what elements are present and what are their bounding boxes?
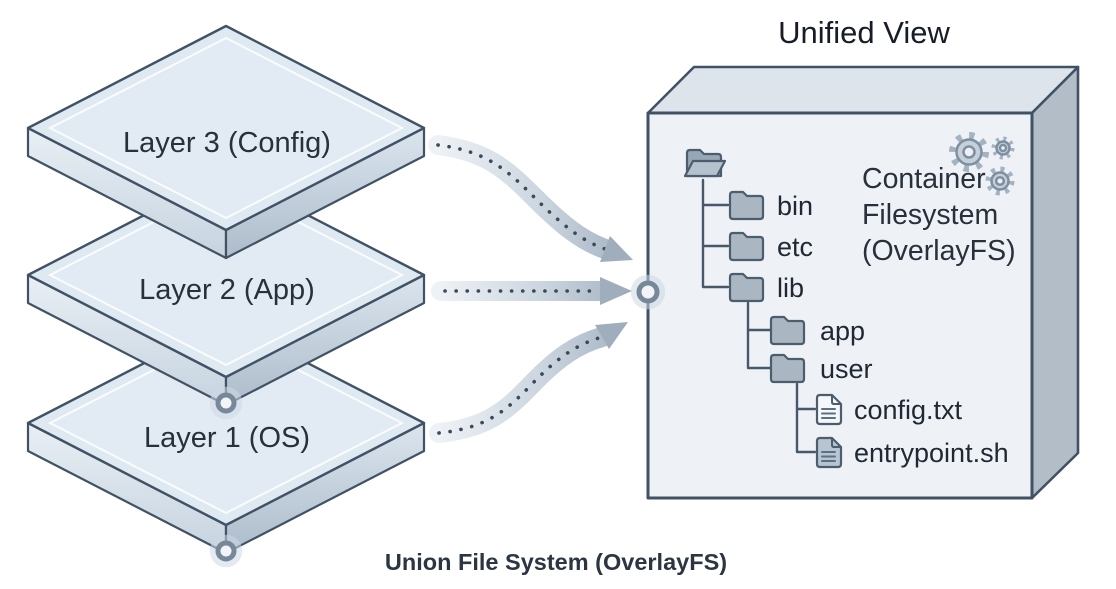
unified-view-box: Container Filesystem (OverlayFS) bin etc (630, 65, 1080, 500)
tree-lines (701, 178, 817, 454)
arrow-layer2-to-box (431, 277, 632, 305)
box-label-line-2: Filesystem (862, 199, 998, 231)
open-folder-icon (683, 148, 727, 178)
junction-ring (630, 274, 666, 310)
tree-node-app: app (769, 315, 865, 346)
unified-view-title: Unified View (778, 15, 950, 50)
folder-icon (728, 190, 765, 221)
file-icon (815, 393, 843, 426)
arrow-layer3-to-box (428, 135, 633, 262)
tree-node-etc: etc (728, 231, 813, 262)
tree-node-label: bin (777, 191, 813, 221)
junction-ring (209, 534, 243, 568)
tree-node-label: entrypoint.sh (854, 438, 1009, 468)
tree-node-lib: lib (728, 272, 804, 303)
tree-node-bin: bin (728, 190, 813, 221)
folder-icon (769, 353, 806, 384)
folder-icon (769, 315, 806, 346)
box-label-line-3: (OverlayFS) (862, 235, 1016, 267)
layer-slab-1: Layer 1 (OS) (26, 319, 426, 568)
tree-node-config-txt: config.txt (815, 393, 963, 426)
tree-node-label: app (820, 316, 865, 346)
layer-slab-2: Layer 2 (App) (26, 171, 426, 420)
diagram-caption: Union File System (OverlayFS) (385, 549, 727, 575)
box-top-face (646, 65, 1080, 115)
layer-2-label: Layer 2 (App) (139, 274, 315, 306)
folder-icon (728, 231, 765, 262)
tree-node-label: user (820, 354, 873, 384)
layer-slab-3: Layer 3 (Config) (26, 24, 426, 260)
layer-3-label: Layer 3 (Config) (123, 127, 331, 159)
box-label-line-1: Container (862, 163, 986, 195)
box-right-face (1030, 65, 1080, 500)
tree-node-label: etc (777, 232, 813, 262)
tree-node-label: lib (777, 273, 804, 303)
tree-node-user: user (769, 353, 873, 384)
tree-node-label: config.txt (854, 395, 963, 425)
layer-1-label: Layer 1 (OS) (144, 422, 310, 454)
file-icon (815, 436, 843, 469)
tree-node-entrypoint-sh: entrypoint.sh (815, 436, 1009, 469)
gears-icon (949, 132, 1015, 196)
arrow-layer1-to-box (429, 322, 628, 443)
filesystem-tree: bin etc lib app user config.t (683, 148, 1009, 469)
folder-icon (728, 272, 765, 303)
junction-ring (209, 386, 243, 420)
